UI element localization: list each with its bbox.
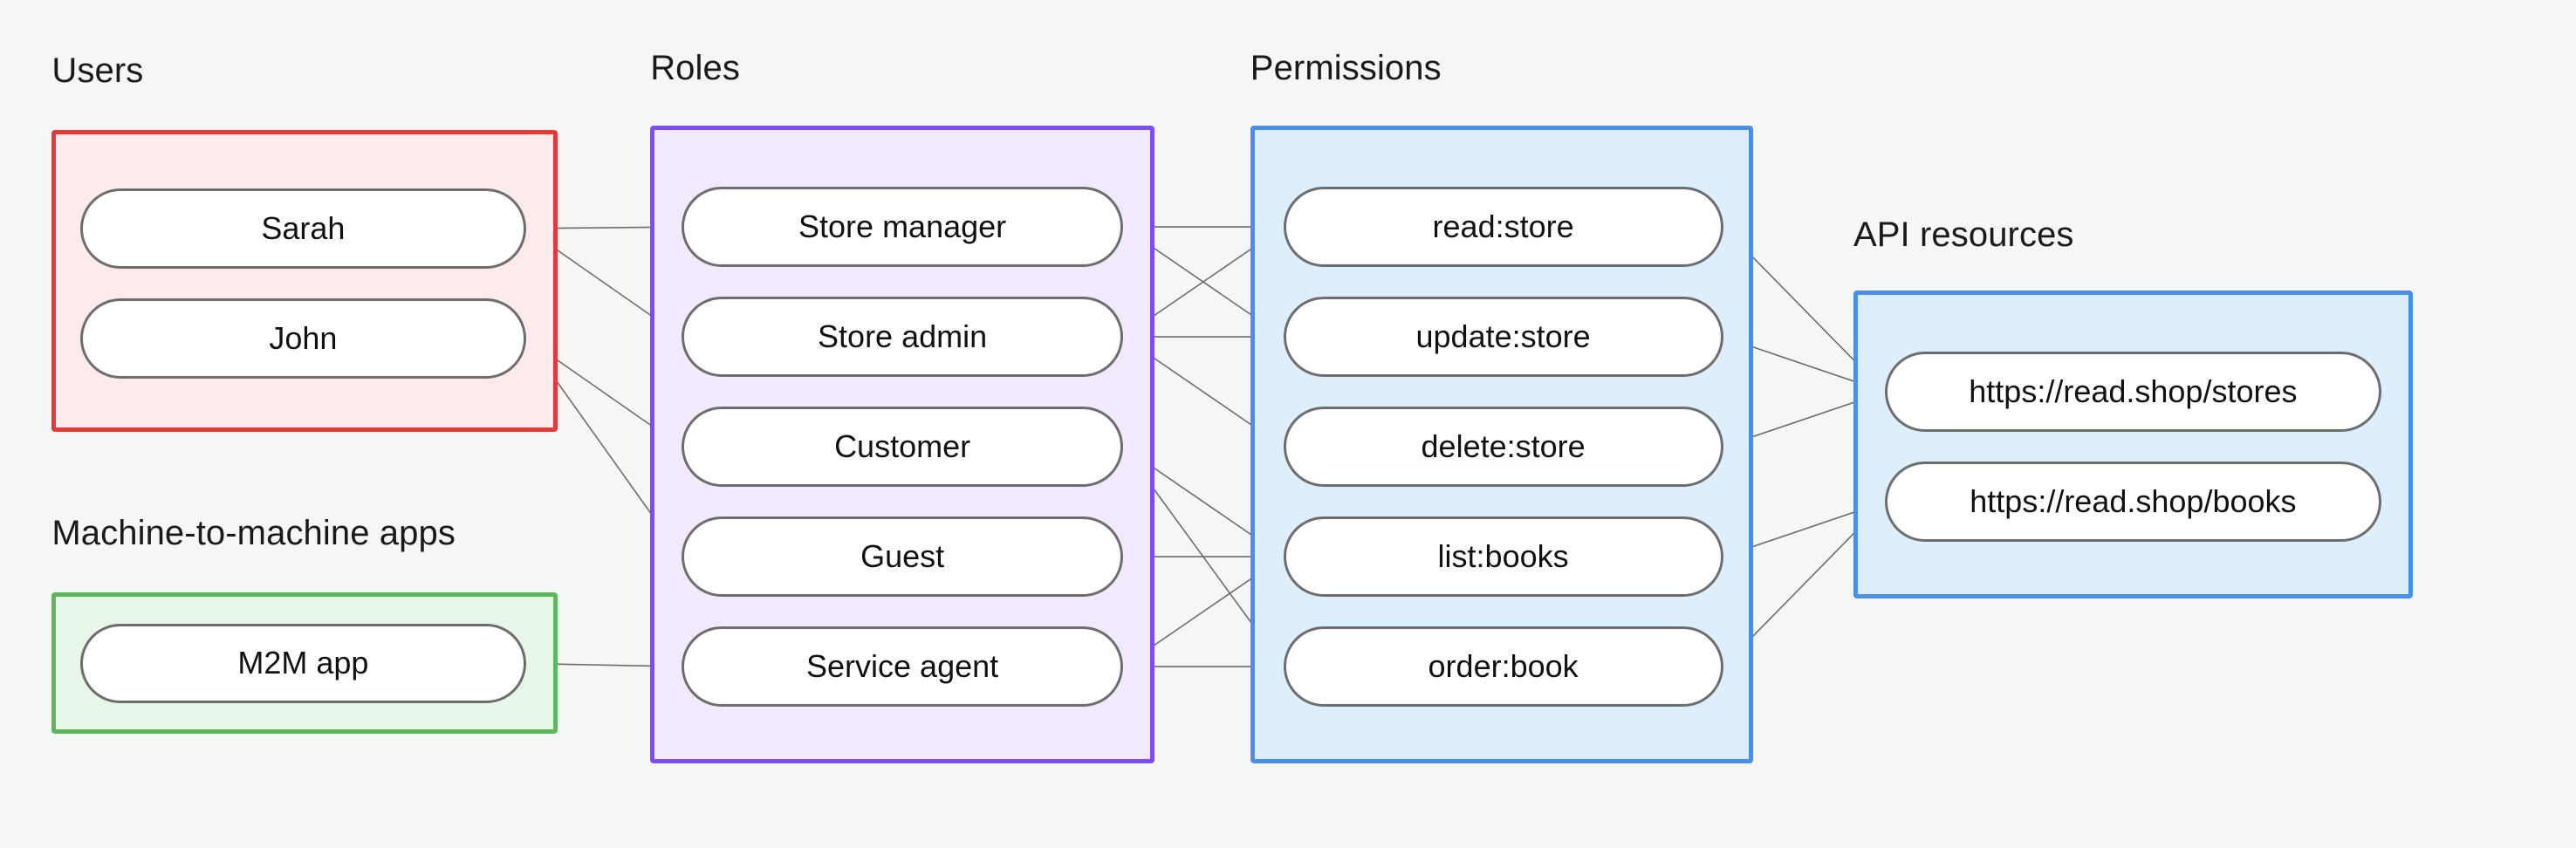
node-label-store-admin: Store admin <box>818 318 988 355</box>
group-title-roles: Roles <box>650 48 740 87</box>
node-label-sarah: Sarah <box>261 209 346 246</box>
node-service-agent[interactable]: Service agent <box>682 626 1123 707</box>
group-box-users <box>51 130 558 432</box>
group-title-permissions: Permissions <box>1250 48 1442 87</box>
node-label-res-stores: https://read.shop/stores <box>1969 373 2298 410</box>
node-m2m-app[interactable]: M2M app <box>79 623 526 704</box>
node-store-manager[interactable]: Store manager <box>682 187 1123 267</box>
node-john[interactable]: John <box>79 298 526 379</box>
node-label-john: John <box>269 319 338 356</box>
node-res-books[interactable]: https://read.shop/books <box>1885 462 2381 542</box>
group-title-users: Users <box>51 51 144 91</box>
node-label-guest: Guest <box>860 538 945 575</box>
node-list-books[interactable]: list:books <box>1283 516 1723 597</box>
node-label-delete-store: delete:store <box>1421 428 1586 465</box>
node-label-customer: Customer <box>834 428 971 465</box>
node-label-list-books: list:books <box>1437 538 1569 575</box>
node-order-book[interactable]: order:book <box>1283 626 1723 707</box>
node-label-store-manager: Store manager <box>798 209 1007 245</box>
node-label-read-store: read:store <box>1432 209 1574 245</box>
group-title-m2m: Machine-to-machine apps <box>51 513 456 552</box>
node-store-admin[interactable]: Store admin <box>682 297 1123 377</box>
node-sarah[interactable]: Sarah <box>79 188 526 269</box>
node-delete-store[interactable]: delete:store <box>1283 407 1723 487</box>
node-read-store[interactable]: read:store <box>1283 187 1723 267</box>
group-title-api: API resources <box>1853 215 2074 254</box>
node-customer[interactable]: Customer <box>682 407 1123 487</box>
node-update-store[interactable]: update:store <box>1283 297 1723 377</box>
node-label-order-book: order:book <box>1428 648 1579 685</box>
node-label-m2m-app: M2M app <box>237 645 369 681</box>
node-label-update-store: update:store <box>1415 318 1591 355</box>
node-label-res-books: https://read.shop/books <box>1970 483 2297 520</box>
node-res-stores[interactable]: https://read.shop/stores <box>1885 352 2381 432</box>
node-label-service-agent: Service agent <box>806 648 999 685</box>
group-box-api <box>1853 291 2413 598</box>
node-guest[interactable]: Guest <box>682 516 1123 597</box>
